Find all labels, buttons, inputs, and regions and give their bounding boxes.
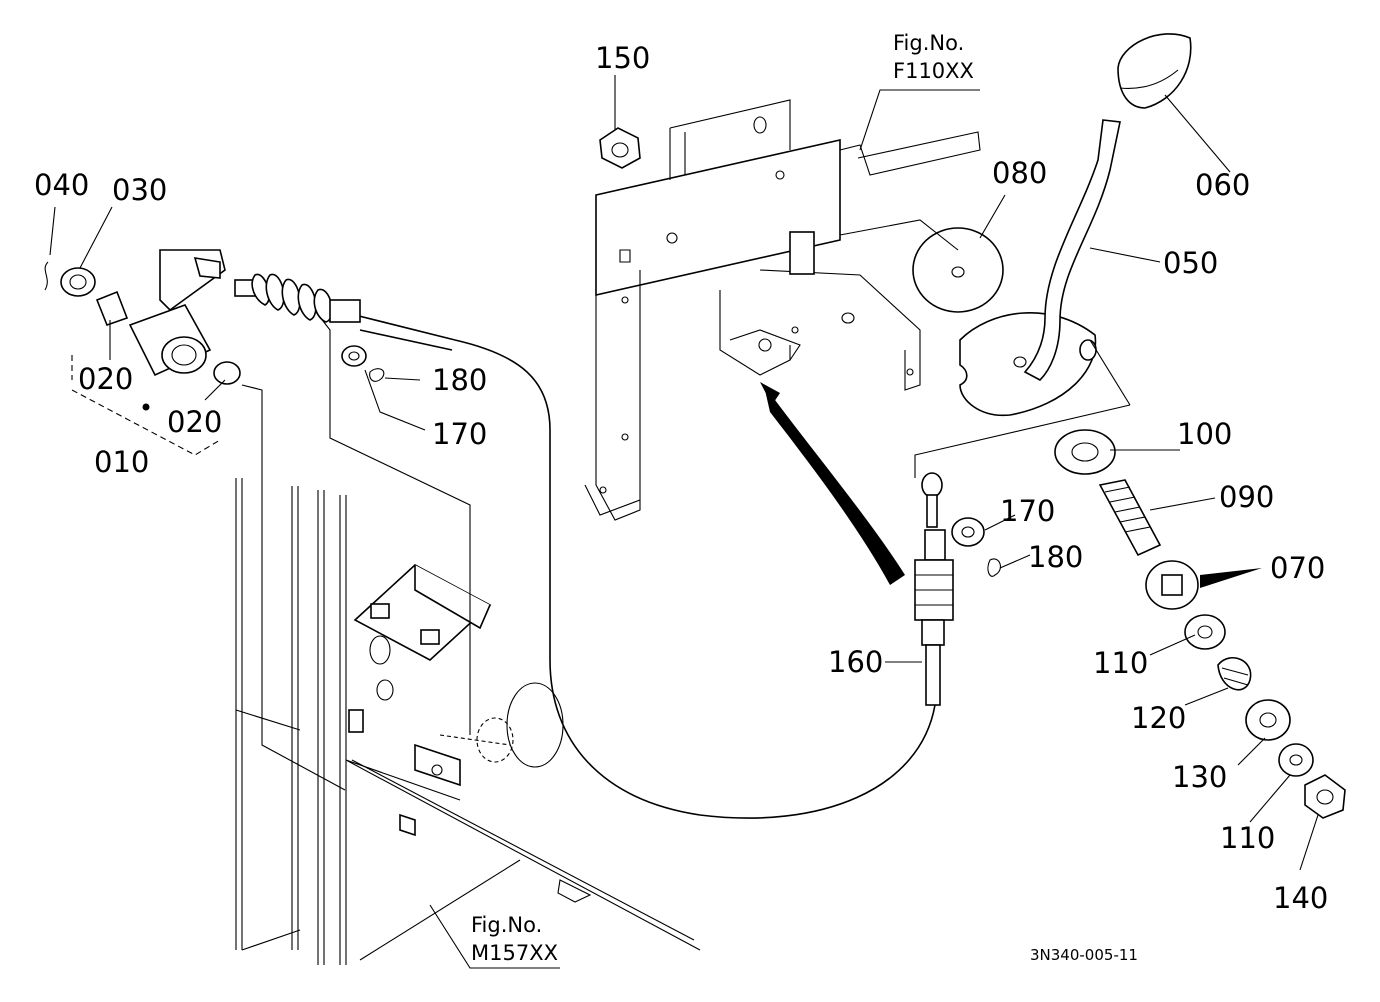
part-label-070: 070 (1270, 551, 1325, 585)
part-label-080: 080 (992, 156, 1047, 190)
ref-f110-line2: F110XX (893, 59, 974, 83)
part-label-170-left: 170 (432, 417, 487, 451)
cable-160 (354, 314, 954, 819)
part-labels: 010 020 020 030 040 050 060 070 080 090 … (34, 41, 1328, 915)
part-label-090: 090 (1219, 480, 1274, 514)
part-label-130: 130 (1172, 760, 1227, 794)
ref-m157-line2: M157XX (471, 941, 558, 965)
part-label-180-right: 180 (1028, 540, 1083, 574)
part-label-030: 030 (112, 173, 167, 207)
part-label-180-left: 180 (432, 363, 487, 397)
part-label-110-lower: 110 (1220, 821, 1275, 855)
part-label-140: 140 (1273, 881, 1328, 915)
shift-lever-assembly (599, 33, 1346, 819)
part-label-150: 150 (595, 41, 650, 75)
part-label-170-right: 170 (1000, 494, 1055, 528)
figure-references: Fig.No. F110XX Fig.No. M157XX (471, 31, 974, 965)
leader-lines (49, 75, 1319, 969)
rod-end-assembly (44, 249, 471, 791)
drawing-code: 3N340-005-11 (1030, 946, 1138, 964)
ref-m157-line1: Fig.No. (471, 913, 542, 937)
part-label-060: 060 (1195, 168, 1250, 202)
part-label-160: 160 (828, 645, 883, 679)
mounting-plate (584, 99, 981, 521)
part-label-020-upper: 020 (78, 362, 133, 396)
part-label-010: 010 (94, 445, 149, 479)
part-label-100: 100 (1177, 417, 1232, 451)
part-label-110-upper: 110 (1093, 646, 1148, 680)
ref-f110-line1: Fig.No. (893, 31, 964, 55)
part-label-120: 120 (1131, 701, 1186, 735)
part-label-020-lower: 020 (167, 405, 222, 439)
part-label-050: 050 (1163, 246, 1218, 280)
side-panel-frame (235, 478, 701, 965)
part-label-040: 040 (34, 168, 89, 202)
